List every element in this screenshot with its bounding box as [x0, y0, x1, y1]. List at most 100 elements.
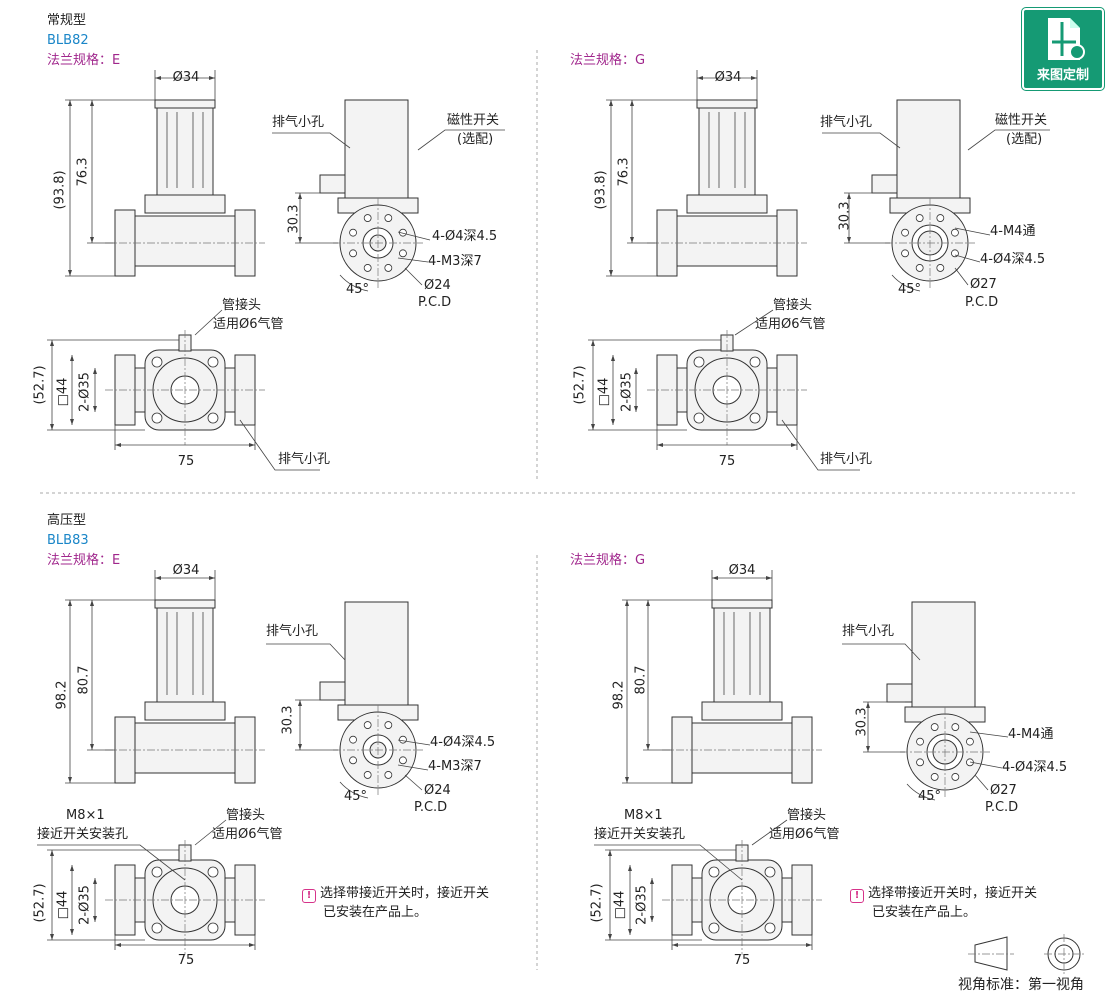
dim-square: □44	[596, 377, 612, 407]
pcd-label: P.C.D	[965, 295, 999, 310]
leader-line	[967, 129, 1050, 151]
dim-bottom-height: (52.7)	[572, 365, 588, 405]
dim-bottom-height: (52.7)	[589, 883, 605, 923]
dim-square: □44	[55, 890, 71, 920]
bolt-hole	[207, 412, 219, 424]
dim-diameter: Ø34	[172, 70, 200, 85]
arrowhead	[625, 600, 629, 606]
valve-pipe	[134, 722, 236, 774]
hole-spec: 4-M4通	[990, 224, 1036, 239]
arrowhead	[50, 850, 54, 856]
bolt-hole	[951, 723, 960, 731]
base-block	[701, 701, 783, 721]
bolt-hole	[349, 249, 357, 258]
arrowhead	[611, 419, 615, 425]
arrowhead	[68, 270, 72, 276]
note-line2: 已安装在产品上。	[872, 905, 977, 920]
arrowhead	[611, 355, 615, 361]
fitting-label: 管接头	[226, 808, 266, 823]
bolt-hole	[930, 723, 939, 731]
dim-height-center: 76.3	[75, 157, 91, 187]
arrowhead	[646, 600, 650, 606]
vent-fitting	[319, 174, 346, 194]
arrowhead	[249, 443, 255, 447]
leader-line	[969, 761, 1003, 769]
warning-icon: !	[850, 889, 864, 903]
dim-width: 75	[177, 454, 195, 469]
leader-line	[417, 129, 505, 151]
top-cap	[154, 99, 216, 109]
arrowhead	[609, 100, 613, 106]
leader-line	[954, 227, 991, 236]
fitting-tube-label: 适用Ø6气管	[213, 317, 284, 332]
bolt-hole	[363, 264, 372, 272]
custom-drawing-button[interactable]: 来图定制	[1022, 8, 1104, 90]
vent-hole-label: 排气小孔	[842, 624, 895, 639]
angle-arc	[339, 781, 369, 799]
arrowhead	[298, 193, 302, 199]
bolt-hole	[708, 922, 720, 934]
bolt-hole	[384, 771, 393, 779]
leader-line	[404, 774, 423, 791]
dim-height-center: 76.3	[616, 157, 632, 187]
arrowhead	[634, 406, 638, 412]
arrowhead	[298, 237, 302, 243]
bolt-hole	[151, 922, 163, 934]
model-code: BLB83	[47, 533, 89, 548]
arrowhead	[650, 878, 654, 884]
bolt-hole	[936, 264, 945, 272]
bolt-hole	[349, 228, 357, 237]
bolt-hole	[916, 737, 924, 746]
arrowhead	[608, 850, 612, 856]
dim-side-height: 30.3	[286, 204, 302, 234]
dim-width: 75	[718, 454, 736, 469]
base-block	[686, 194, 768, 214]
arrowhead	[634, 368, 638, 374]
hole-spec: 4-Ø4深4.5	[1002, 760, 1068, 775]
bolt-hole	[764, 922, 776, 934]
fitting-tube-label: 适用Ø6气管	[212, 827, 283, 842]
bolt-hole	[207, 922, 219, 934]
pcd-label: P.C.D	[414, 800, 448, 815]
bolt-hole	[384, 214, 393, 222]
arrowhead	[50, 340, 54, 346]
bolt-hole	[363, 771, 372, 779]
top-cap	[711, 599, 773, 609]
optional-label: (选配)	[1006, 132, 1043, 147]
bolt-hole	[399, 735, 407, 744]
angle-label: 45°	[344, 789, 368, 804]
bolt-hole	[764, 866, 776, 878]
bolt-hole	[749, 412, 761, 424]
arrowhead	[609, 270, 613, 276]
top-cap	[696, 99, 758, 109]
dim-2-dia: 2-Ø35	[634, 885, 650, 925]
pcd-diameter: Ø24	[424, 278, 451, 293]
proximity-hole-label: 接近开关安装孔	[37, 827, 129, 842]
hole-spec: 4-Ø4深4.5	[432, 229, 498, 244]
thread-label: M8×1	[66, 808, 105, 823]
valve-pipe	[691, 722, 793, 774]
leader-line	[37, 844, 186, 881]
leader-line	[781, 419, 860, 471]
arrowhead	[806, 943, 812, 947]
dim-square: □44	[612, 890, 628, 920]
dim-side-height: 30.3	[280, 705, 296, 735]
arrowhead	[751, 76, 757, 80]
arrowhead	[93, 916, 97, 922]
hole-spec: 4-M3深7	[428, 759, 482, 774]
dim-2-dia: 2-Ø35	[77, 885, 93, 925]
pcd-label: P.C.D	[418, 295, 452, 310]
bolt-hole	[915, 264, 924, 272]
warning-icon: !	[302, 889, 316, 903]
bolt-hole	[399, 756, 407, 765]
dim-bottom-height: (52.7)	[32, 883, 48, 923]
vent-fitting	[319, 681, 346, 701]
bolt-hole	[207, 866, 219, 878]
arrowhead	[90, 600, 94, 606]
cylinder-body	[713, 607, 771, 704]
arrowhead	[68, 100, 72, 106]
angle-label: 45°	[898, 282, 922, 297]
fitting-tube-label: 适用Ø6气管	[769, 827, 840, 842]
arrowhead	[791, 443, 797, 447]
leader-line	[734, 309, 774, 336]
